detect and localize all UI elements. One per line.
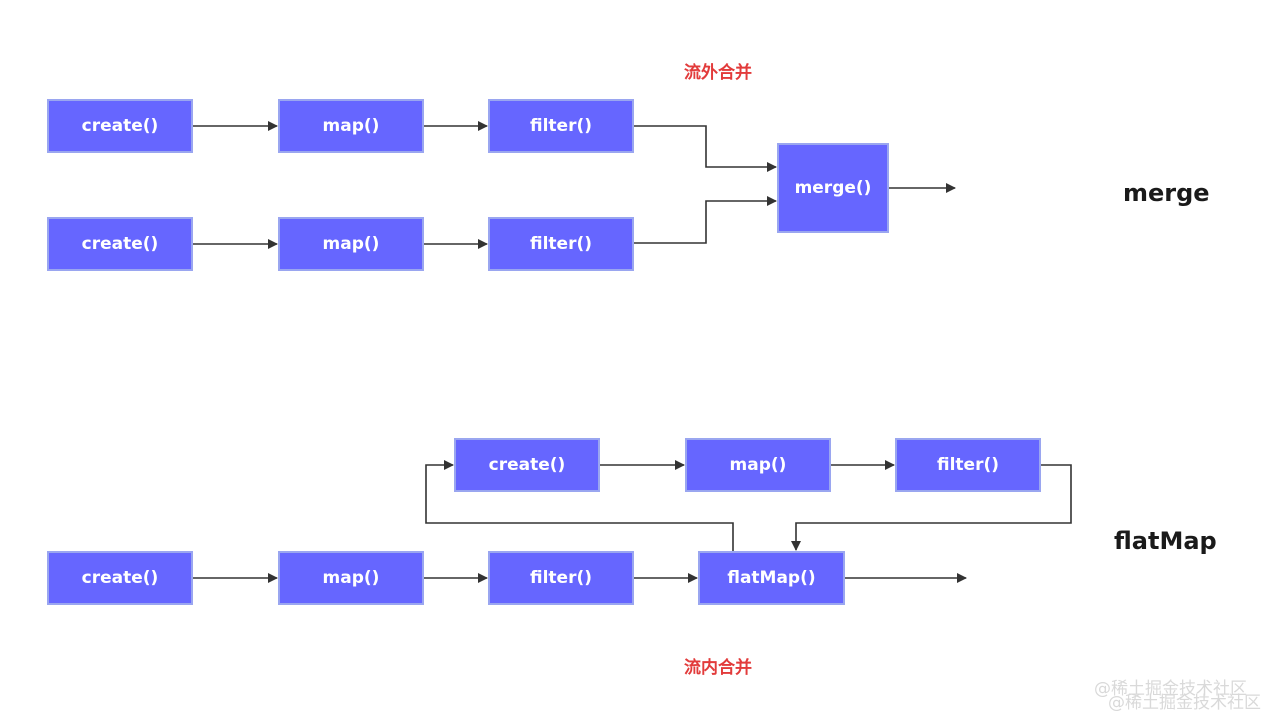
flatmap-outer-map-node: map() (278, 551, 424, 605)
flatmap-annotation: 流内合并 (684, 658, 752, 678)
flatmap-inner-filter-node: filter() (895, 438, 1041, 492)
flatmap-outer-create-node: create() (47, 551, 193, 605)
arrow-inner-filter-to-flatmap (791, 464, 1072, 551)
flatmap-inner-map-node: map() (685, 438, 831, 492)
flatmap-node: flatMap() (698, 551, 845, 605)
merge-row1-map-node: map() (278, 99, 424, 153)
merge-title: merge (1123, 179, 1210, 207)
watermark-text: @稀土掘金技术社区 (1094, 679, 1247, 699)
arrow-flatmap-to-inner-create (425, 460, 734, 552)
watermark-text-shadow: @稀土掘金技术社区 (1108, 693, 1261, 713)
merge-annotation: 流外合并 (684, 63, 752, 83)
flatmap-outer-filter-node: filter() (488, 551, 634, 605)
flatmap-inner-create-node: create() (454, 438, 600, 492)
merge-row1-filter-node: filter() (488, 99, 634, 153)
merge-row2-create-node: create() (47, 217, 193, 271)
merge-row2-filter-node: filter() (488, 217, 634, 271)
merge-row1-create-node: create() (47, 99, 193, 153)
flatmap-title: flatMap (1114, 527, 1217, 555)
merge-row2-map-node: map() (278, 217, 424, 271)
arrow-r1-filter-to-merge (634, 125, 777, 172)
merge-node: merge() (777, 143, 889, 233)
arrow-r2-filter-to-merge (634, 196, 777, 244)
